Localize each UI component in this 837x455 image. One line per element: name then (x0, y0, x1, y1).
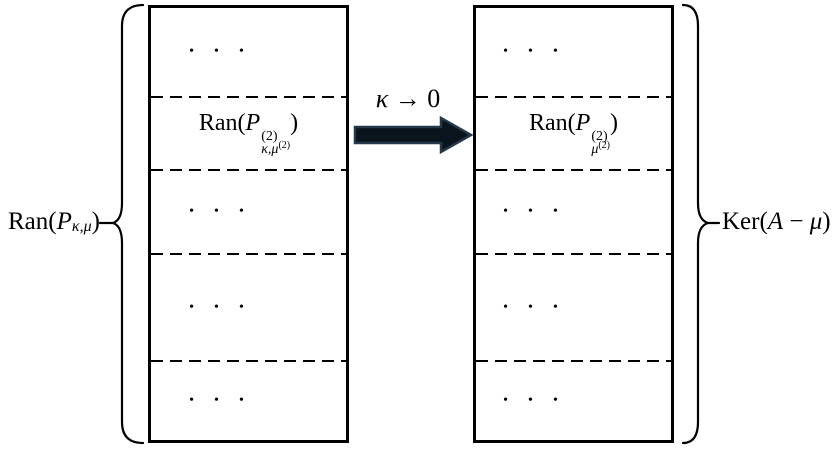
formula-superscript: (2) (261, 128, 278, 144)
right-arrow-icon (353, 115, 474, 155)
right-brace-icon (681, 3, 721, 445)
matrix-section: ••• (151, 8, 346, 96)
section-divider (151, 360, 346, 362)
formula-subscript-main: μ (591, 141, 599, 157)
right-space-label-suffix: ) (822, 208, 831, 235)
formula-subscript: κ,μ(2) (261, 140, 291, 157)
right-arrow-shape (353, 115, 474, 155)
left-decomposition-box: ••• Ran(P(2)κ,μ(2)) ••• ••• ••• (148, 5, 349, 443)
matrix-section: ••• (151, 171, 346, 253)
matrix-section: ••• (151, 362, 346, 440)
ellipsis-text: ••• (189, 299, 264, 315)
left-space-label-subscript: κ,μ (71, 217, 92, 235)
right-brace-path (681, 3, 712, 445)
matrix-section: ••• (476, 171, 671, 253)
left-brace-icon (98, 3, 145, 445)
section-divider (151, 96, 346, 98)
formula-suffix: ) (290, 109, 299, 136)
ellipsis-text: ••• (503, 299, 578, 315)
section-divider (151, 253, 346, 255)
ellipsis-text: ••• (189, 393, 264, 408)
ellipsis-text: ••• (503, 44, 578, 59)
formula-subscript-superscript: (2) (598, 140, 611, 152)
formula-scripts: (2)μ(2) (591, 128, 611, 157)
formula-scripts: (2)κ,μ(2) (261, 128, 291, 157)
formula-base: P (245, 109, 261, 136)
matrix-section: ••• (151, 255, 346, 360)
formula-base: P (575, 109, 591, 136)
section-divider (476, 96, 671, 98)
matrix-section: Ran(P(2)μ(2)) (476, 98, 671, 169)
left-space-label-variable: P (56, 208, 72, 235)
right-space-label-operand-a: A (767, 208, 784, 235)
limit-label: κ → 0 (352, 84, 464, 114)
section-divider (476, 169, 671, 171)
formula-subscript-main: κ,μ (261, 141, 279, 157)
formula-suffix: ) (610, 109, 619, 136)
ellipsis-text: ••• (189, 204, 264, 219)
ellipsis-text: ••• (503, 393, 578, 408)
right-space-label-operator: − (783, 208, 810, 235)
ellipsis-text: ••• (189, 44, 264, 59)
formula-superscript: (2) (591, 128, 608, 144)
right-decomposition-box: ••• Ran(P(2)μ(2)) ••• ••• ••• (473, 5, 674, 443)
right-space-label-operand-b: μ (809, 208, 823, 235)
section-divider (476, 360, 671, 362)
formula-prefix: Ran( (528, 109, 576, 136)
section-divider (476, 253, 671, 255)
matrix-section: ••• (476, 255, 671, 360)
section-divider (151, 169, 346, 171)
limit-label-kappa: κ (375, 84, 389, 113)
left-space-label-prefix: Ran( (8, 208, 57, 235)
formula-subscript-superscript: (2) (278, 140, 291, 152)
matrix-section: Ran(P(2)κ,μ(2)) (151, 98, 346, 169)
limit-label-rest: → 0 (388, 84, 441, 113)
subspace-formula: Ran(P(2)μ(2)) (529, 111, 618, 156)
ellipsis-text: ••• (503, 204, 578, 219)
right-space-label-prefix: Ker( (722, 208, 768, 235)
formula-prefix: Ran( (198, 109, 246, 136)
left-brace-path (109, 3, 145, 445)
subspace-formula: Ran(P(2)κ,μ(2)) (199, 111, 298, 156)
left-space-label-suffix: ) (91, 208, 100, 235)
matrix-section: ••• (476, 362, 671, 440)
right-space-label: Ker(A − μ) (722, 200, 831, 244)
formula-subscript: μ(2) (591, 140, 611, 157)
matrix-section: ••• (476, 8, 671, 96)
